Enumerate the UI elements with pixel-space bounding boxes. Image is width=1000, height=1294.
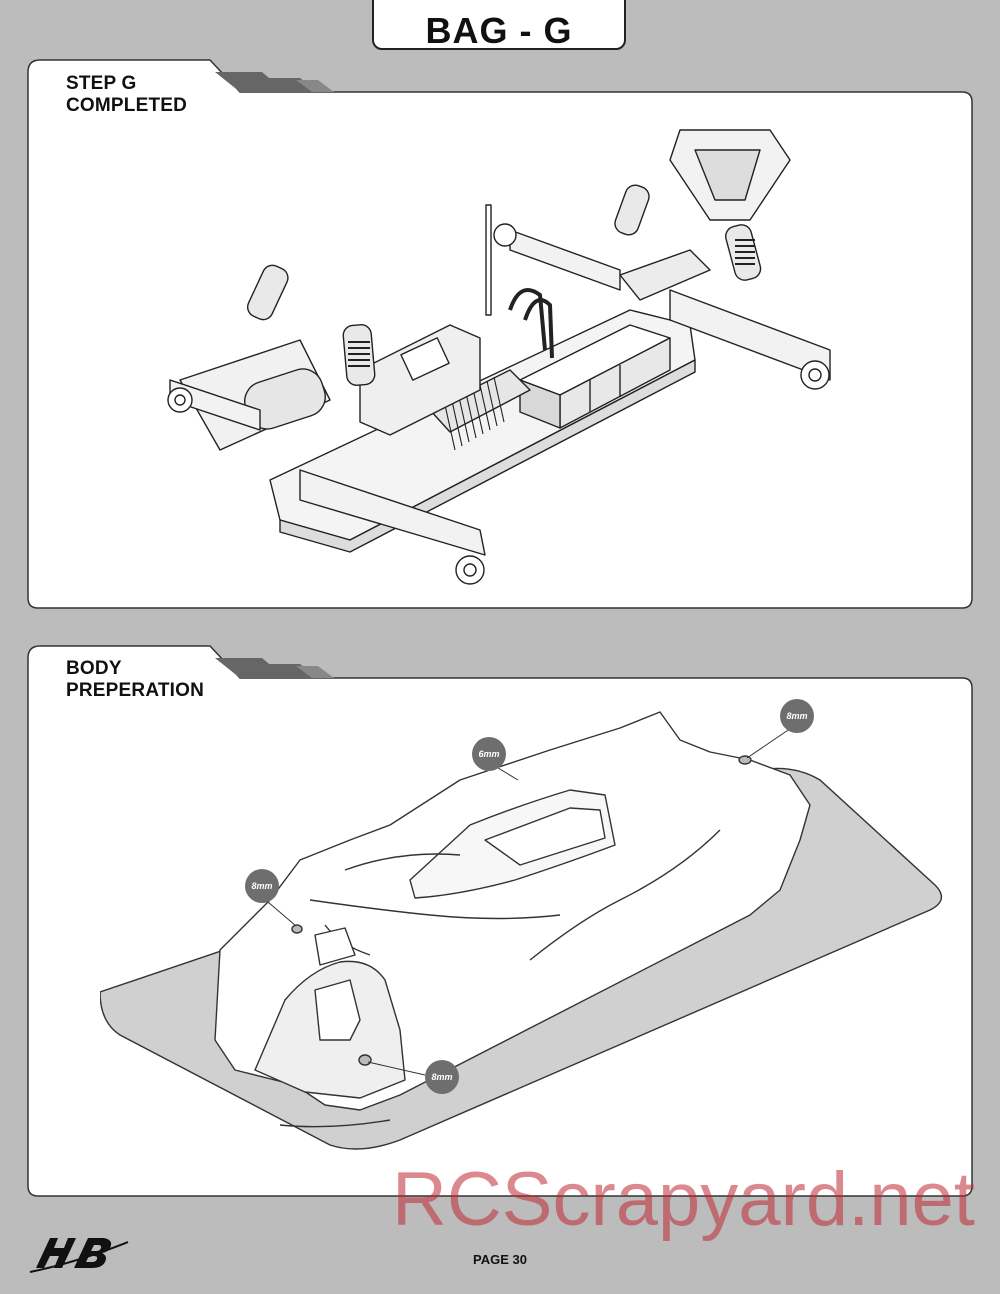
callout-front-top: 8mm (245, 869, 279, 903)
panel-body-stripe-2 (268, 664, 318, 678)
bag-title: BAG - G (425, 10, 573, 51)
callout-rear-top: 8mm (780, 699, 814, 733)
section-completed-line2: COMPLETED (66, 95, 188, 116)
panel-completed-stripe-3 (296, 80, 334, 92)
panel-completed-stripe-1 (215, 72, 286, 92)
callout-front-side: 8mm (425, 1060, 459, 1094)
chassis-illustration (167, 129, 831, 585)
page-number: PAGE 30 (473, 1252, 527, 1267)
panel-body-stripe-1 (215, 658, 286, 678)
callout-center-top: 6mm (472, 737, 506, 771)
panel-completed-stripe-2 (268, 78, 318, 92)
panel-body-stripe-3 (296, 666, 334, 678)
hb-logo (29, 1238, 129, 1273)
body-shell-illustration (100, 711, 943, 1150)
bag-header-tab: BAG - G (372, 0, 626, 51)
section-body-line1: BODY (66, 658, 122, 679)
section-label-completed: STEP G COMPLETED (66, 73, 187, 117)
watermark-text: RCScrapyard.net (392, 1157, 975, 1242)
section-label-body: BODY PREPERATION (66, 658, 204, 702)
section-body-line2: PREPERATION (66, 680, 205, 701)
section-completed-line1: STEP G (66, 73, 137, 94)
